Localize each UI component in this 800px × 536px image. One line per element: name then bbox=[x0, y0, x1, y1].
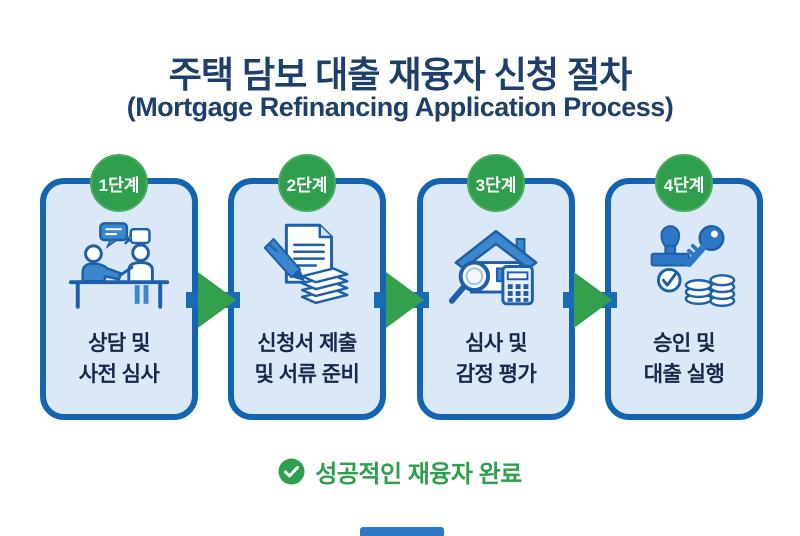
arrow-2-head-icon bbox=[386, 272, 424, 328]
step-card-3: 3단계 심사 및 감정 평가 bbox=[417, 154, 575, 420]
bottom-partial-bar bbox=[360, 527, 444, 536]
check-circle-icon bbox=[278, 458, 305, 485]
completion-footer: 성공적인 재융자 완료 bbox=[0, 454, 800, 489]
application-documents-icon bbox=[263, 223, 349, 305]
step-3-label: 심사 및 감정 평가 bbox=[455, 332, 537, 386]
step-card-1: 1단계 상담 및 사전 심사 bbox=[40, 154, 198, 420]
arrow-1-head-icon bbox=[198, 272, 236, 328]
step-3-badge: 3단계 bbox=[467, 154, 525, 212]
step-1-badge: 1단계 bbox=[90, 154, 148, 212]
step-2-label: 신청서 제출 및 서류 준비 bbox=[254, 332, 360, 386]
step-card-4: 4단계 승인 및 대출 실행 bbox=[605, 154, 763, 420]
consultation-handshake-icon bbox=[68, 222, 170, 309]
house-appraisal-icon bbox=[448, 229, 538, 306]
step-4-label: 승인 및 대출 실행 bbox=[643, 332, 725, 386]
page-title: 주택 담보 대출 재융자 신청 절차 bbox=[168, 54, 633, 95]
step-1-label: 상담 및 사전 심사 bbox=[78, 332, 160, 386]
step-card-2: 2단계 신청서 제출 및 서류 준비 bbox=[228, 154, 386, 420]
step-4-badge: 4단계 bbox=[655, 154, 713, 212]
arrow-3-head-icon bbox=[574, 272, 612, 328]
step-2-badge: 2단계 bbox=[278, 154, 336, 212]
page-subtitle: (Mortgage Refinancing Application Proces… bbox=[126, 92, 674, 122]
completion-text: 성공적인 재융자 완료 bbox=[315, 461, 522, 488]
approval-loan-icon bbox=[650, 225, 736, 307]
